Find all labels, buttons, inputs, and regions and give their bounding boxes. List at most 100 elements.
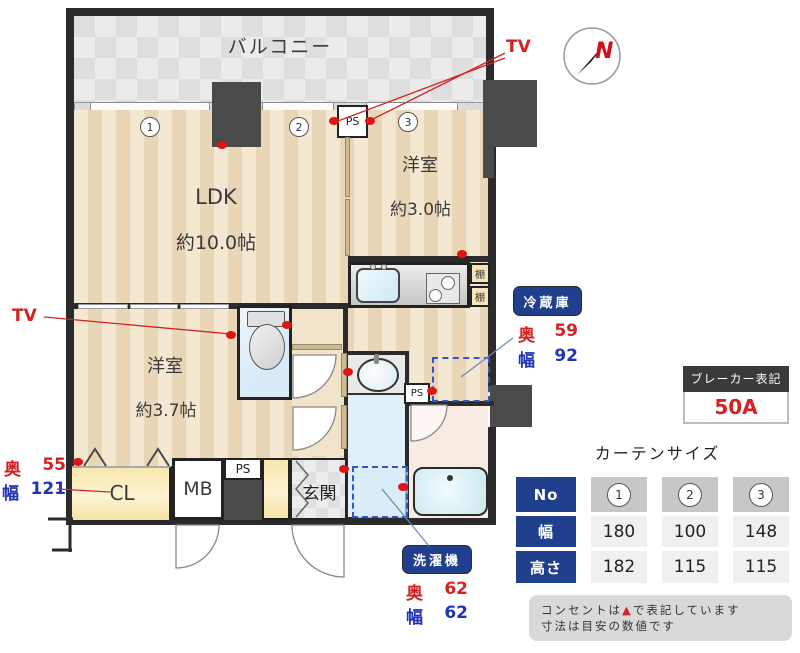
- compass-n-label: N: [595, 39, 613, 64]
- kitchen-sink: [356, 268, 400, 303]
- mb-label: MB: [183, 478, 213, 500]
- sliding-panel-2: [130, 304, 178, 309]
- breaker-title: ブレーカー表記: [683, 366, 789, 392]
- ps-box-bottom: PS: [224, 458, 262, 480]
- pillar-top-right-tab: [483, 147, 494, 178]
- ldk-size: 約10.0帖: [175, 232, 257, 254]
- washer-tag: 洗濯機: [402, 545, 472, 574]
- sliding-panel-3: [180, 304, 229, 309]
- west37-size: 約3.7帖: [135, 401, 197, 421]
- window-number-1: 1: [140, 117, 160, 137]
- meter-box: [172, 458, 224, 520]
- ps-bottom-label: PS: [235, 462, 251, 476]
- corridor-floor: [292, 308, 344, 456]
- notes-line-2: 寸法は目安の数値です: [541, 619, 676, 633]
- west3-size: 約3.0帖: [389, 200, 452, 220]
- outlet-marker: ▲: [622, 603, 633, 617]
- wall-bottom: [66, 517, 496, 525]
- pillar-top-center: [212, 82, 261, 147]
- vanity-basin: [357, 358, 399, 392]
- ps-box-mid: PS: [404, 383, 430, 404]
- wall-washroom-top: [344, 351, 409, 355]
- shelf-label-1: 棚: [475, 270, 485, 281]
- curtain-width-3: 148: [733, 516, 789, 547]
- curtain-row-no: No: [516, 477, 576, 512]
- pillar-mid-right: [490, 385, 532, 427]
- balcony-label: バルコニー: [227, 36, 333, 58]
- burner-1: [441, 276, 455, 290]
- door-jamb-a: [341, 353, 347, 397]
- wall-kitchen-back: [348, 256, 488, 262]
- wall-top: [66, 8, 494, 16]
- curtain-height-3: 115: [733, 551, 789, 583]
- pillar-top-right: [483, 80, 537, 147]
- entrance-label: 玄関: [302, 484, 337, 504]
- fridge-tag: 冷蔵庫: [513, 286, 582, 316]
- partition-ldk-west3-b: [345, 199, 350, 256]
- partition-ldk-west3-a: [345, 137, 350, 197]
- compass-circle: [563, 27, 621, 85]
- wall-right-upper: [488, 145, 496, 387]
- wall-washroom-right: [405, 351, 409, 518]
- shelf-box-2: 棚: [470, 286, 490, 307]
- compass: N: [563, 27, 621, 85]
- ps-box-top: PS: [337, 105, 368, 138]
- door-jamb-b: [341, 405, 347, 449]
- curtain-title: カーテンサイズ: [594, 444, 721, 463]
- tv-label-left: TV: [12, 306, 37, 326]
- balcony-floor: [74, 16, 486, 103]
- wall-left: [66, 8, 74, 525]
- curtain-height-2: 115: [662, 551, 718, 583]
- door-meter-box: [175, 524, 220, 569]
- vanity-faucet: [374, 354, 379, 364]
- west37-name: 洋室: [147, 356, 183, 377]
- fridge-space: [432, 357, 490, 402]
- door-entrance: [291, 524, 345, 578]
- window-number-3: 3: [398, 112, 418, 132]
- wall-bath-top: [405, 401, 494, 406]
- curtain-row-height: 高さ: [516, 551, 576, 583]
- west3-name: 洋室: [402, 155, 438, 176]
- curtain-row-width: 幅: [516, 516, 576, 547]
- ps-top-label: PS: [345, 115, 360, 128]
- ps-shaft: [224, 480, 262, 520]
- tv-label-top: TV: [506, 37, 531, 57]
- door-jamb-top: [292, 344, 342, 350]
- curtain-col-3: 3: [733, 477, 789, 512]
- cl-label: CL: [109, 481, 135, 505]
- curtain-height-1: 182: [591, 551, 647, 583]
- toilet-bowl: [249, 324, 285, 370]
- wall-corridor-right: [343, 303, 348, 355]
- bathtub-drain: [447, 475, 453, 481]
- compass-needle: [577, 40, 608, 75]
- washer-space: [352, 466, 408, 518]
- ps-mid-label: PS: [410, 388, 424, 399]
- curtain-col-1: 1: [591, 477, 647, 512]
- closet-cl: [72, 466, 172, 520]
- breaker-value: 50A: [683, 392, 789, 424]
- burner-2: [429, 289, 442, 302]
- sliding-panel-1: [78, 304, 128, 309]
- faucet-dot-2: [381, 264, 387, 270]
- notes-line-1: コンセントは▲で表記しています: [541, 603, 741, 617]
- shelf-label-2: 棚: [475, 293, 485, 304]
- curtain-width-1: 180: [591, 516, 647, 547]
- faucet-dot-1: [370, 264, 376, 270]
- shoe-cabinet: [262, 458, 290, 520]
- shelf-box-1: 棚: [470, 263, 490, 284]
- wall-balcony-right: [486, 8, 494, 82]
- notes-box: コンセントは▲で表記しています 寸法は目安の数値です: [529, 595, 792, 641]
- ldk-name: LDK: [195, 185, 237, 209]
- curtain-col-2: 2: [662, 477, 718, 512]
- curtain-width-2: 100: [662, 516, 718, 547]
- curtain-table: No 1 2 3 幅 180 100 148 高さ 182 115 115: [516, 477, 789, 583]
- wall-right-lower: [488, 427, 496, 525]
- window-number-2: 2: [289, 117, 309, 137]
